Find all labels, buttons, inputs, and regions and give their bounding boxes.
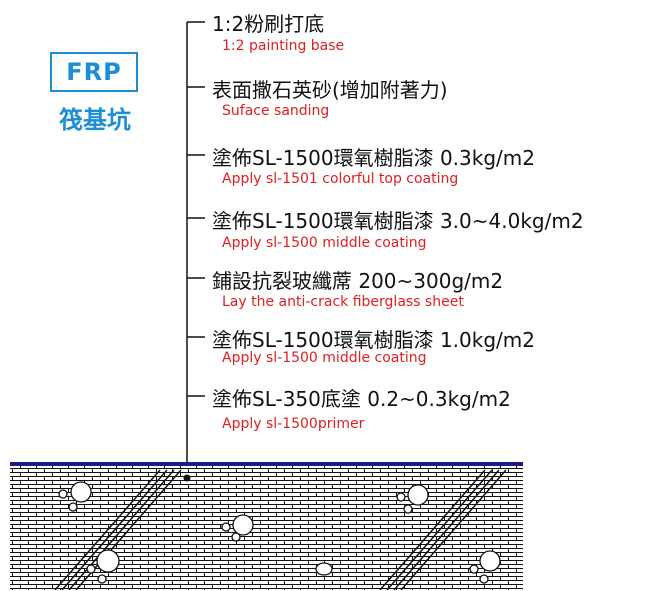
layer-6-zh: 塗佈SL-1500環氧樹脂漆 1.0kg/m2 — [212, 328, 535, 352]
title-code: FRP — [66, 58, 122, 86]
concrete-slab — [10, 462, 523, 590]
layer-7-en: Apply sl-1500primer — [222, 416, 365, 432]
title-code-box: FRP — [50, 52, 138, 92]
layer-4-en: Apply sl-1500 middle coating — [222, 235, 427, 251]
leader-ticks — [187, 21, 205, 397]
title-name: 筏基坑 — [59, 106, 131, 134]
layer-1-en: 1:2 painting base — [222, 38, 345, 54]
layer-4-zh: 塗佈SL-1500環氧樹脂漆 3.0~4.0kg/m2 — [212, 209, 584, 233]
layer-7-zh: 塗佈SL-350底塗 0.2~0.3kg/m2 — [212, 387, 511, 411]
layer-2-zh: 表面撒石英砂(增加附著力) — [212, 78, 448, 102]
layer-3-en: Apply sl-1501 colorful top coating — [222, 171, 459, 187]
layer-6-en: Apply sl-1500 middle coating — [222, 350, 427, 366]
layer-1-zh: 1:2粉刷打底 — [212, 12, 325, 36]
aggregate-stones — [58, 481, 501, 584]
layer-5-zh: 鋪設抗裂玻纖蓆 200~300g/m2 — [212, 269, 504, 293]
layer-2-en: Suface sanding — [222, 103, 330, 119]
layer-5-en: Lay the anti-crack fiberglass sheet — [222, 294, 464, 310]
layer-3-zh: 塗佈SL-1500環氧樹脂漆 0.3kg/m2 — [212, 146, 535, 170]
leader-end-dot — [183, 474, 191, 482]
